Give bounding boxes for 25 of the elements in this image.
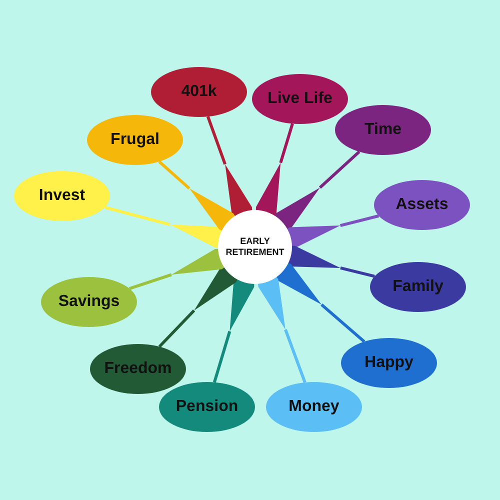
topic-label: Pension	[176, 398, 238, 416]
topic-label: Savings	[58, 293, 120, 311]
connector-line	[340, 214, 380, 227]
topic-label: Family	[392, 278, 444, 296]
topic-label: Happy	[364, 354, 414, 372]
topic-label: Invest	[38, 187, 86, 205]
connector-line	[284, 329, 306, 383]
connector-line	[340, 266, 375, 278]
topic-label: Assets	[396, 196, 448, 214]
connector-line	[279, 123, 294, 164]
connector-line	[206, 116, 226, 165]
topic-label: Frugal	[110, 131, 160, 149]
connector-line	[104, 206, 170, 226]
connector-line	[158, 160, 190, 190]
topic-label: Money	[288, 398, 340, 416]
topic-label: Time	[364, 121, 402, 139]
center-title: EARLY RETIREMENT	[224, 236, 286, 258]
topic-label: 401k	[181, 83, 217, 101]
topic-label: Freedom	[104, 360, 172, 378]
connector-line	[318, 150, 360, 189]
connector-line	[158, 309, 196, 348]
connector-line	[129, 273, 172, 290]
connector-line	[212, 330, 232, 383]
connector-line	[320, 303, 366, 343]
topic-label: Live Life	[268, 90, 332, 108]
